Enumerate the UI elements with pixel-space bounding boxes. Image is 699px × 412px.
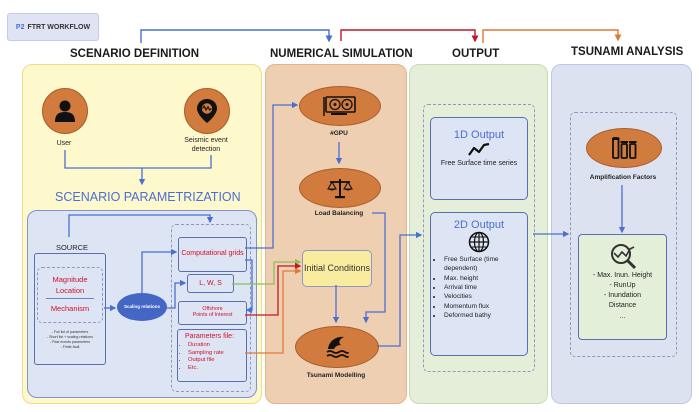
analysis-result: - RunUp: [609, 282, 636, 290]
scaling-to-grids: [141, 248, 178, 293]
source-option: - Full list of parameters: [51, 330, 89, 334]
tsunami-modelling-label: Tsunami Modelling: [306, 372, 366, 379]
seismic-pin-icon: [197, 99, 217, 123]
parameters-file-item: Output file: [188, 357, 246, 365]
user-label: User: [56, 140, 72, 147]
source-label: SOURCE: [55, 243, 89, 252]
output-2d-item: Momentum flux: [443, 302, 527, 311]
phase-title-output: OUTPUT: [452, 48, 500, 60]
grids-to-offshore: [245, 259, 253, 314]
amplification-factors-label: Amplification Factors: [589, 174, 657, 181]
tsunami-modelling-node[interactable]: [295, 326, 379, 368]
output-2d-list: Free Surface (time dependent) Max. heigh…: [431, 255, 527, 321]
output-2d-item: Free Surface (time dependent): [443, 255, 527, 274]
location-label: Location: [55, 286, 85, 295]
analysis-result: Distance: [608, 302, 637, 310]
phase-arrow-numerical-to-output: [340, 29, 479, 43]
analysis-group: [570, 112, 677, 357]
user-node[interactable]: [42, 88, 88, 134]
mechanism-label: Mechanism: [50, 304, 90, 313]
phase-arrow-output-to-analysis: [482, 29, 622, 43]
output-2d-item: Max. height: [443, 274, 527, 283]
source-to-config: [68, 214, 214, 237]
analysis-results-box[interactable]: - Max. Inun. Height - RunUp - Inundation…: [578, 234, 667, 340]
workflow-badge: P2 FTRT WORKFLOW: [7, 13, 99, 41]
output-1d-title: 1D Output: [453, 129, 505, 141]
offshore-label: Offshore: [202, 306, 223, 312]
output-2d-item: Deformed bathy: [443, 311, 527, 320]
gpu-node[interactable]: [299, 86, 381, 126]
offshore-poi-box[interactable]: Offshore Points of Interest: [178, 301, 247, 325]
computational-grids-box[interactable]: Computational grids: [178, 237, 247, 272]
gpu-label: #GPU: [330, 130, 348, 137]
phase-title-scenario: SCENARIO DEFINITION: [70, 48, 200, 60]
gpu-icon: [323, 96, 356, 116]
load-balancing-label: Load Balancing: [314, 210, 364, 217]
analysis-result: - Max. Inun. Height: [592, 272, 653, 279]
parameters-file-item: Etc.: [188, 365, 246, 373]
phase-title-numerical: NUMERICAL SIMULATION: [270, 48, 413, 60]
grids-to-gpu: [245, 101, 299, 249]
balance-scale-icon: [327, 179, 353, 199]
output-2d-title: 2D Output: [453, 219, 505, 231]
output-1d-desc: Free Surface time series: [440, 160, 518, 167]
initial-conditions-box[interactable]: Initial Conditions: [302, 250, 372, 287]
scaling-relations-node[interactable]: Scaling relations: [117, 293, 167, 321]
user-seismic-merge: [64, 150, 212, 169]
source-options-list: - Full list of parameters - Short list +…: [34, 330, 106, 349]
source-option: - Short list + scaling relations: [46, 334, 94, 339]
user-icon: [55, 100, 75, 122]
load-balancing-to-modelling: [362, 212, 386, 324]
scaling-to-lws: [167, 279, 187, 309]
analysis-result: - Inundation: [604, 292, 641, 300]
parametrization-title: SCENARIO PARAMETRIZATION: [55, 190, 241, 204]
output-2d-item: Velocities: [443, 292, 527, 301]
magnifier-chart-icon: [610, 244, 636, 270]
analysis-result: ...: [619, 312, 626, 320]
source-option: - Finite fault: [60, 344, 80, 349]
source-params-group: [37, 267, 103, 323]
lws-to-initial-conditions: [232, 258, 302, 285]
bar-columns-icon: [612, 137, 637, 159]
load-balancing-node[interactable]: [299, 168, 381, 208]
source-box[interactable]: [34, 253, 106, 365]
output-group: [423, 104, 535, 372]
badge-title: FTRT WORKFLOW: [27, 23, 91, 31]
parameters-file-list: Duration Sampling rate Output file Etc.: [178, 342, 246, 372]
parameters-file-title: Parameters file:: [185, 333, 235, 340]
seismic-label: Seismic event detection: [184, 137, 228, 154]
magnitude-label: Magnitude: [52, 275, 88, 284]
seismic-detection-node[interactable]: [184, 88, 230, 134]
globe-icon: [468, 231, 490, 253]
badge-prefix: P2: [15, 23, 25, 31]
tsunami-wave-icon: [326, 336, 349, 358]
output-1d-box[interactable]: 1D Output Free Surface time series: [430, 117, 528, 200]
params-to-initial-conditions: [245, 267, 302, 354]
analysis-results-list: - Max. Inun. Height - RunUp - Inundation…: [579, 271, 666, 322]
modelling-to-output: [377, 231, 423, 347]
output-2d-box[interactable]: 2D Output Free Surface (time dependent) …: [430, 212, 528, 356]
parameters-file-item: Sampling rate: [188, 350, 246, 358]
source-option: - Past events parameters: [49, 339, 91, 344]
phase-title-analysis: TSUNAMI ANALYSIS: [571, 46, 684, 58]
offshore-to-initial-conditions: [245, 262, 302, 316]
parameters-file-box[interactable]: Parameters file: Duration Sampling rate …: [177, 329, 247, 382]
phase-arrow-scenario-to-numerical: [140, 29, 333, 43]
parameters-file-item: Duration: [188, 342, 246, 350]
line-chart-icon: [468, 142, 490, 156]
poi-label: Points of Interest: [192, 312, 233, 318]
output-2d-item: Arrival time: [443, 283, 527, 292]
params-divider: [46, 298, 94, 299]
amplification-factors-node[interactable]: [586, 128, 662, 168]
